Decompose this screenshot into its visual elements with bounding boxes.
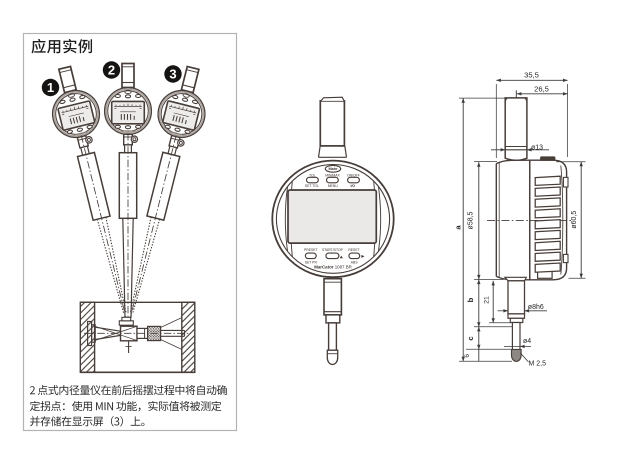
svg-text:MENU: MENU	[328, 184, 339, 188]
svg-text:6: 6	[464, 354, 471, 358]
svg-text:TOL: TOL	[309, 173, 316, 177]
svg-text:b: b	[466, 297, 475, 302]
svg-text:26,5: 26,5	[534, 85, 549, 94]
svg-text:I/O: I/O	[351, 184, 356, 188]
svg-text:ø4: ø4	[523, 338, 531, 345]
svg-text:SET PR: SET PR	[305, 260, 318, 264]
svg-text:START/STOP: START/STOP	[322, 248, 344, 252]
svg-text:35,5: 35,5	[524, 71, 539, 80]
svg-text:ABS: ABS	[351, 260, 359, 264]
svg-text:a: a	[454, 225, 463, 230]
svg-text:ø58,5: ø58,5	[468, 211, 475, 229]
svg-text:3: 3	[169, 67, 176, 82]
svg-text:RESET: RESET	[348, 248, 359, 252]
svg-text:M 2,5: M 2,5	[529, 360, 547, 367]
svg-text:SET TOL: SET TOL	[305, 184, 319, 188]
svg-text:ø60,5: ø60,5	[571, 211, 578, 229]
svg-text:2: 2	[108, 63, 115, 78]
svg-text:1: 1	[47, 80, 54, 95]
svg-text:ø13: ø13	[531, 145, 543, 152]
svg-text:21: 21	[483, 296, 490, 304]
svg-text:c: c	[466, 336, 475, 340]
svg-text:ø8h6: ø8h6	[528, 304, 544, 311]
svg-text:MarCator 1087 BR: MarCator 1087 BR	[314, 264, 352, 269]
svg-text:ON/OFF: ON/OFF	[347, 173, 360, 177]
svg-text:Mahr: Mahr	[328, 167, 338, 171]
svg-text:PRESET: PRESET	[304, 248, 318, 252]
svg-text:MIN/MAX: MIN/MAX	[325, 173, 340, 177]
